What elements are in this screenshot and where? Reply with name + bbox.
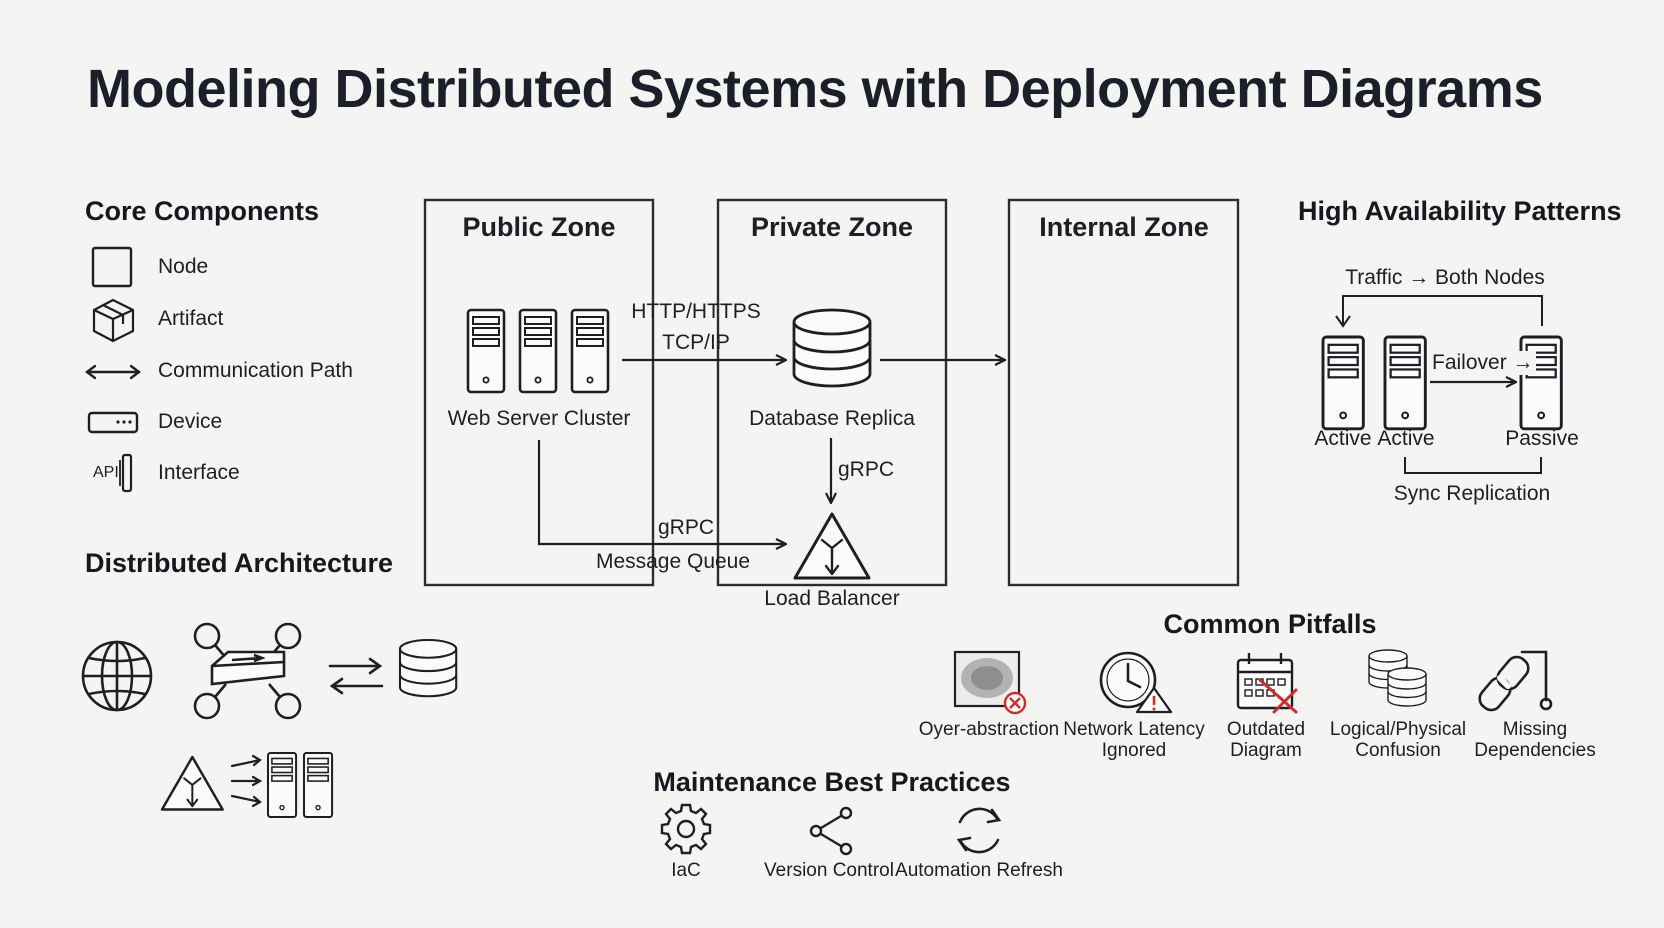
failover-label: Failover → [1430,351,1536,375]
database-icon [398,638,458,698]
ha-node-active-1: Active [1314,427,1372,450]
database-replica-label: Database Replica [749,407,915,430]
web-server-cluster-icon [466,308,610,394]
share-nodes-icon [809,806,853,856]
traffic-line [1342,295,1543,326]
maintenance-heading: Maintenance Best Practices [653,767,1011,797]
traffic-arrows-icon [230,754,263,808]
internal-zone-box [1007,198,1240,587]
page-title: Modeling Distributed Systems with Deploy… [87,59,1543,119]
pitfall-missing-dependencies: Missing Dependencies [1474,719,1596,761]
tcp-ip-label: TCP/IP [662,331,730,354]
legend-node-label: Node [158,255,209,278]
message-queue-arrow [537,440,785,544]
common-pitfalls-heading: Common Pitfalls [1163,609,1377,639]
ha-node-passive: Passive [1505,427,1579,450]
traffic-label: Traffic → Both Nodes [1345,266,1545,289]
network-switch-icon [193,622,302,720]
load-balancer-label: Load Balancer [764,587,900,610]
load-balancer-icon [793,512,871,580]
message-queue-label: Message Queue [595,550,751,573]
legend-communication-path-label: Communication Path [158,359,353,382]
blurred-box-error-icon [953,650,1027,715]
node-box-icon [91,246,133,288]
http-https-label: HTTP/HTTPS [631,300,761,323]
calendar-cross-icon [1236,653,1298,714]
legend-device-label: Device [158,410,223,433]
clock-warning-icon [1099,651,1173,714]
sync-replication-label: Sync Replication [1393,482,1551,505]
exchange-arrows-icon [328,657,384,695]
load-balancer-icon-small [160,755,224,811]
web-server-cluster-label: Web Server Cluster [447,407,631,430]
private-zone-box [716,198,948,587]
private-zone-title: Private Zone [750,212,914,242]
ha-node-active-2: Active [1377,427,1435,450]
server-pair-icon [266,751,334,818]
artifact-cube-icon [92,298,135,343]
device-icon [87,411,139,434]
high-availability-heading: High Availability Patterns [1298,196,1622,226]
maintenance-automation-refresh: Automation Refresh [895,860,1063,881]
grpc-queue-label: gRPC [658,516,715,539]
core-components-heading: Core Components [85,196,320,226]
internal-zone-title: Internal Zone [1039,212,1209,242]
pitfall-logical-physical: Logical/Physical Confusion [1329,719,1467,761]
distributed-architecture-heading: Distributed Architecture [85,548,394,578]
stacked-databases-icon [1368,649,1427,707]
interface-icon [119,453,133,493]
refresh-icon [956,807,1002,854]
legend-artifact-label: Artifact [158,307,224,330]
public-zone-title: Public Zone [462,212,616,242]
grpc-db-lb-label: gRPC [838,458,895,481]
interface-api-text: API [93,464,119,481]
maintenance-iac: IaC [671,860,701,881]
sync-replication-line [1404,457,1542,474]
gear-icon [660,803,712,855]
pitfall-network-latency: Network Latency Ignored [1063,719,1205,761]
legend-interface-label: Interface [158,461,240,484]
double-arrow-icon [85,364,141,380]
maintenance-version-control: Version Control [764,860,894,881]
pitfall-outdated-diagram: Outdated Diagram [1226,719,1306,761]
public-zone-box [423,198,655,587]
globe-icon [81,640,153,712]
pitfall-over-abstraction: Oyer-abstraction [918,719,1060,740]
database-replica-icon [792,308,872,388]
broken-link-icon [1478,650,1553,712]
